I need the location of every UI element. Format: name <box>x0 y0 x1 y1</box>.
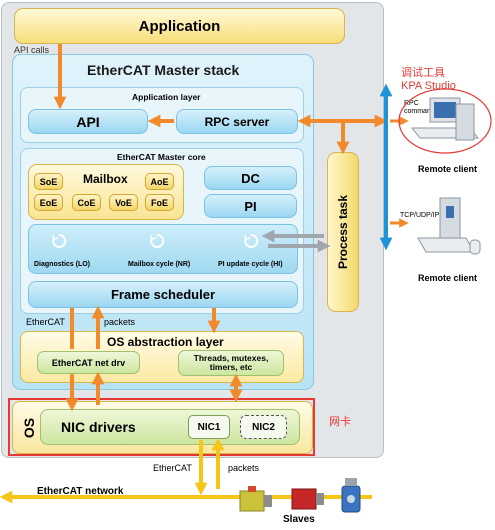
master-stack-title: EtherCAT Master stack <box>87 62 240 78</box>
threads-label: Threads, mutexes, timers, etc <box>193 353 269 372</box>
rpc-server-block: RPC server <box>176 109 298 134</box>
mailbox-label: Mailbox <box>83 172 128 186</box>
ethercat-label-bottom: EtherCAT <box>153 463 192 473</box>
remote-client-1-computer-icon <box>410 97 480 141</box>
remote-client-1-label: Remote client <box>418 164 478 174</box>
nic1-block: NIC1 <box>188 415 230 439</box>
cycles-band <box>28 224 298 274</box>
annot-nic-label: 网卡 <box>329 416 351 428</box>
ethercat-label-left: EtherCAT <box>26 317 65 327</box>
annot-red-circle <box>398 88 492 154</box>
aoe-chip: AoE <box>145 173 174 190</box>
api-calls-label: API calls <box>14 45 50 55</box>
remote-client-2-label: Remote client <box>418 273 478 283</box>
mailbox-cycle-icon <box>150 233 165 248</box>
voe-chip: VoE <box>109 194 138 211</box>
ethercat-network-label: EtherCAT network <box>37 486 124 497</box>
foe-chip: FoE <box>145 194 174 211</box>
pi-cycle-icon <box>244 233 259 248</box>
remote-client-2-computer-icon <box>417 197 481 255</box>
packets-label-left: packets <box>104 317 136 327</box>
master-core-label: EtherCAT Master core <box>117 152 206 162</box>
slave-1-icon <box>239 486 272 512</box>
net-drv-block: EtherCAT net drv <box>37 351 140 374</box>
annot-tool-label: 调试工具 <box>401 67 445 79</box>
nic2-block: NIC2 <box>240 415 287 439</box>
slave-2-icon <box>291 488 324 510</box>
dc-block: DC <box>204 166 297 190</box>
diagnostics-cycle-icon <box>52 233 67 248</box>
tcp-udp-ip-label: TCP/UDP/IP <box>400 212 440 219</box>
packets-label-bottom: packets <box>228 463 260 473</box>
rpc-commands-label: RPC commands <box>404 100 439 115</box>
application-box: Application <box>14 8 345 44</box>
pi-update-cycle-label: PI update cycle (HI) <box>218 261 283 268</box>
threads-block: Threads, mutexes, timers, etc <box>178 350 284 376</box>
eoe-chip: EoE <box>34 194 63 211</box>
pi-block: PI <box>204 194 297 218</box>
nic-drivers-label: NIC drivers <box>61 419 136 435</box>
application-layer-label: Application layer <box>132 92 201 102</box>
diagnostics-cycle-label: Diagnostics (LO) <box>34 261 91 268</box>
frame-scheduler-block: Frame scheduler <box>28 281 298 308</box>
red-highlight-os <box>8 398 315 456</box>
slave-3-icon <box>341 478 361 513</box>
slaves-label: Slaves <box>283 514 315 525</box>
soe-chip: SoE <box>34 173 63 190</box>
api-block: API <box>28 109 148 134</box>
os-abstraction-label: OS abstraction layer <box>107 335 224 349</box>
process-task-block <box>327 152 359 312</box>
mailbox-cycle-label: Mailbox cycle (NR) <box>128 261 191 268</box>
coe-chip: CoE <box>72 194 101 211</box>
